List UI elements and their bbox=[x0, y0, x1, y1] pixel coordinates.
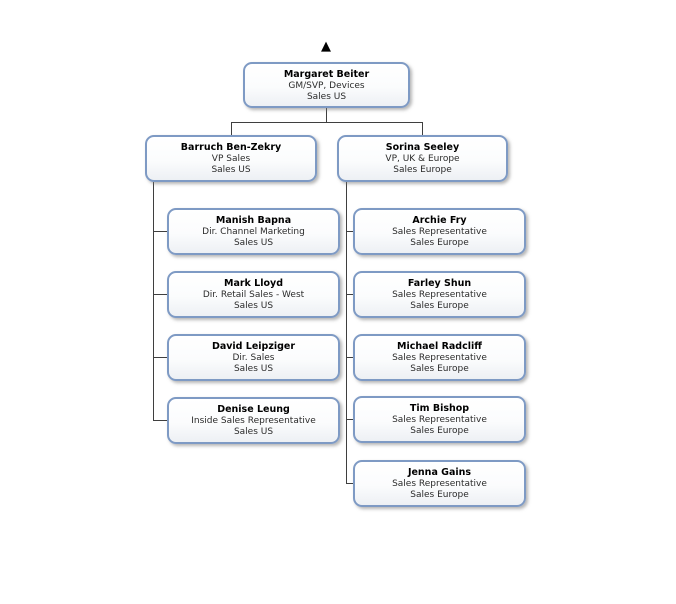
person-title: Dir. Sales bbox=[232, 353, 275, 363]
person-name: Farley Shun bbox=[407, 278, 472, 289]
person-name: Archie Fry bbox=[412, 215, 467, 226]
connector-right-rail bbox=[346, 182, 347, 484]
person-title: GM/SVP, Devices bbox=[288, 81, 365, 91]
person-unit: Sales US bbox=[211, 165, 251, 175]
person-unit: Sales Europe bbox=[410, 238, 469, 248]
org-node-report-left-3[interactable]: David Leipziger Dir. Sales Sales US bbox=[167, 334, 340, 381]
connector-right-stub-1 bbox=[346, 231, 353, 232]
person-title: VP, UK & Europe bbox=[385, 154, 460, 164]
connector-left-rail bbox=[153, 182, 154, 421]
person-name: Margaret Beiter bbox=[283, 69, 370, 80]
person-title: Inside Sales Representative bbox=[191, 416, 316, 426]
connector-left-stub-1 bbox=[153, 231, 167, 232]
org-node-report-right-3[interactable]: Michael Radcliff Sales Representative Sa… bbox=[353, 334, 526, 381]
connector-right-stub-5 bbox=[346, 483, 353, 484]
person-title: Dir. Retail Sales - West bbox=[202, 290, 305, 300]
connector-right-stub-4 bbox=[346, 419, 353, 420]
connector-right-stub-3 bbox=[346, 357, 353, 358]
person-title: Sales Representative bbox=[392, 227, 487, 237]
connector-left-manager-drop bbox=[231, 122, 232, 135]
org-node-report-right-5[interactable]: Jenna Gains Sales Representative Sales E… bbox=[353, 460, 526, 507]
person-unit: Sales US bbox=[306, 92, 347, 102]
org-node-manager-left[interactable]: Barruch Ben-Zekry VP Sales Sales US bbox=[145, 135, 317, 182]
person-title: Sales Representative bbox=[392, 415, 487, 425]
connector-right-stub-2 bbox=[346, 294, 353, 295]
connector-left-stub-3 bbox=[153, 357, 167, 358]
person-name: David Leipziger bbox=[211, 341, 296, 352]
org-node-report-left-1[interactable]: Manish Bapna Dir. Channel Marketing Sale… bbox=[167, 208, 340, 255]
org-node-report-right-2[interactable]: Farley Shun Sales Representative Sales E… bbox=[353, 271, 526, 318]
person-name: Michael Radcliff bbox=[397, 341, 482, 352]
person-name: Manish Bapna bbox=[215, 215, 292, 226]
org-node-report-left-2[interactable]: Mark Lloyd Dir. Retail Sales - West Sale… bbox=[167, 271, 340, 318]
person-unit: Sales US bbox=[233, 427, 274, 437]
connector-left-stub-4 bbox=[153, 420, 167, 421]
connector-root-drop bbox=[326, 108, 327, 122]
person-title: Dir. Channel Marketing bbox=[202, 227, 305, 237]
person-name: Sorina Seeley bbox=[385, 142, 460, 153]
person-unit: Sales Europe bbox=[410, 301, 469, 311]
connector-left-stub-2 bbox=[153, 294, 167, 295]
collapse-parent-arrow-icon[interactable]: ▲ bbox=[321, 39, 331, 54]
org-node-manager-right[interactable]: Sorina Seeley VP, UK & Europe Sales Euro… bbox=[337, 135, 508, 182]
person-title: VP Sales bbox=[211, 154, 251, 164]
person-name: Mark Lloyd bbox=[223, 278, 283, 289]
person-unit: Sales US bbox=[233, 238, 274, 248]
org-node-report-right-1[interactable]: Archie Fry Sales Representative Sales Eu… bbox=[353, 208, 526, 255]
org-node-root[interactable]: Margaret Beiter GM/SVP, Devices Sales US bbox=[243, 62, 410, 108]
person-title: Sales Representative bbox=[392, 290, 487, 300]
person-unit: Sales Europe bbox=[410, 426, 469, 436]
person-name: Denise Leung bbox=[217, 404, 290, 415]
connector-level2-horizontal bbox=[231, 122, 423, 123]
person-title: Sales Representative bbox=[392, 353, 487, 363]
person-unit: Sales Europe bbox=[410, 490, 469, 500]
connector-right-manager-drop bbox=[422, 122, 423, 135]
person-title: Sales Representative bbox=[392, 479, 487, 489]
person-unit: Sales Europe bbox=[410, 364, 469, 374]
person-name: Barruch Ben-Zekry bbox=[180, 142, 282, 153]
person-unit: Sales Europe bbox=[393, 165, 452, 175]
org-node-report-right-4[interactable]: Tim Bishop Sales Representative Sales Eu… bbox=[353, 396, 526, 443]
org-node-report-left-4[interactable]: Denise Leung Inside Sales Representative… bbox=[167, 397, 340, 444]
person-unit: Sales US bbox=[233, 364, 274, 374]
person-name: Tim Bishop bbox=[409, 403, 470, 414]
person-name: Jenna Gains bbox=[407, 467, 472, 478]
person-unit: Sales US bbox=[233, 301, 274, 311]
